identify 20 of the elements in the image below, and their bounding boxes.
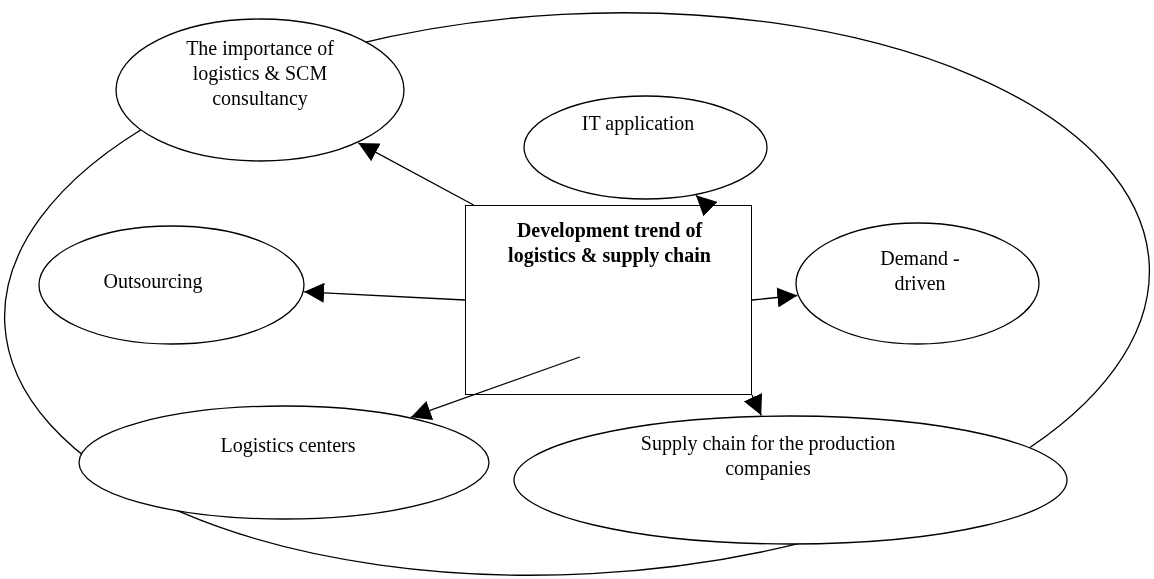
trend-label: The importance of logistics & SCM consultancy [185, 36, 335, 111]
arrow [303, 282, 466, 303]
topic-title: Development trend of logistics & supply chain [507, 218, 712, 268]
trend-ellipse [115, 18, 405, 162]
arrow [743, 393, 763, 416]
arrow [751, 287, 798, 308]
trend-ellipse [513, 415, 1068, 545]
arrow [695, 194, 718, 217]
trend-ellipse [38, 225, 305, 345]
trend-label: IT application [580, 111, 696, 136]
trend-ellipse [795, 222, 1040, 345]
trend-label: Demand - driven [879, 246, 961, 296]
topic-box [465, 205, 752, 395]
trend-label: Outsourcing [102, 269, 204, 294]
arrow [357, 142, 475, 206]
trend-ellipse [523, 95, 768, 200]
arrow [410, 356, 581, 420]
trend-label: Logistics centers [219, 433, 357, 458]
trend-label: Supply chain for the production companies [639, 431, 897, 481]
trend-ellipse [78, 405, 490, 520]
